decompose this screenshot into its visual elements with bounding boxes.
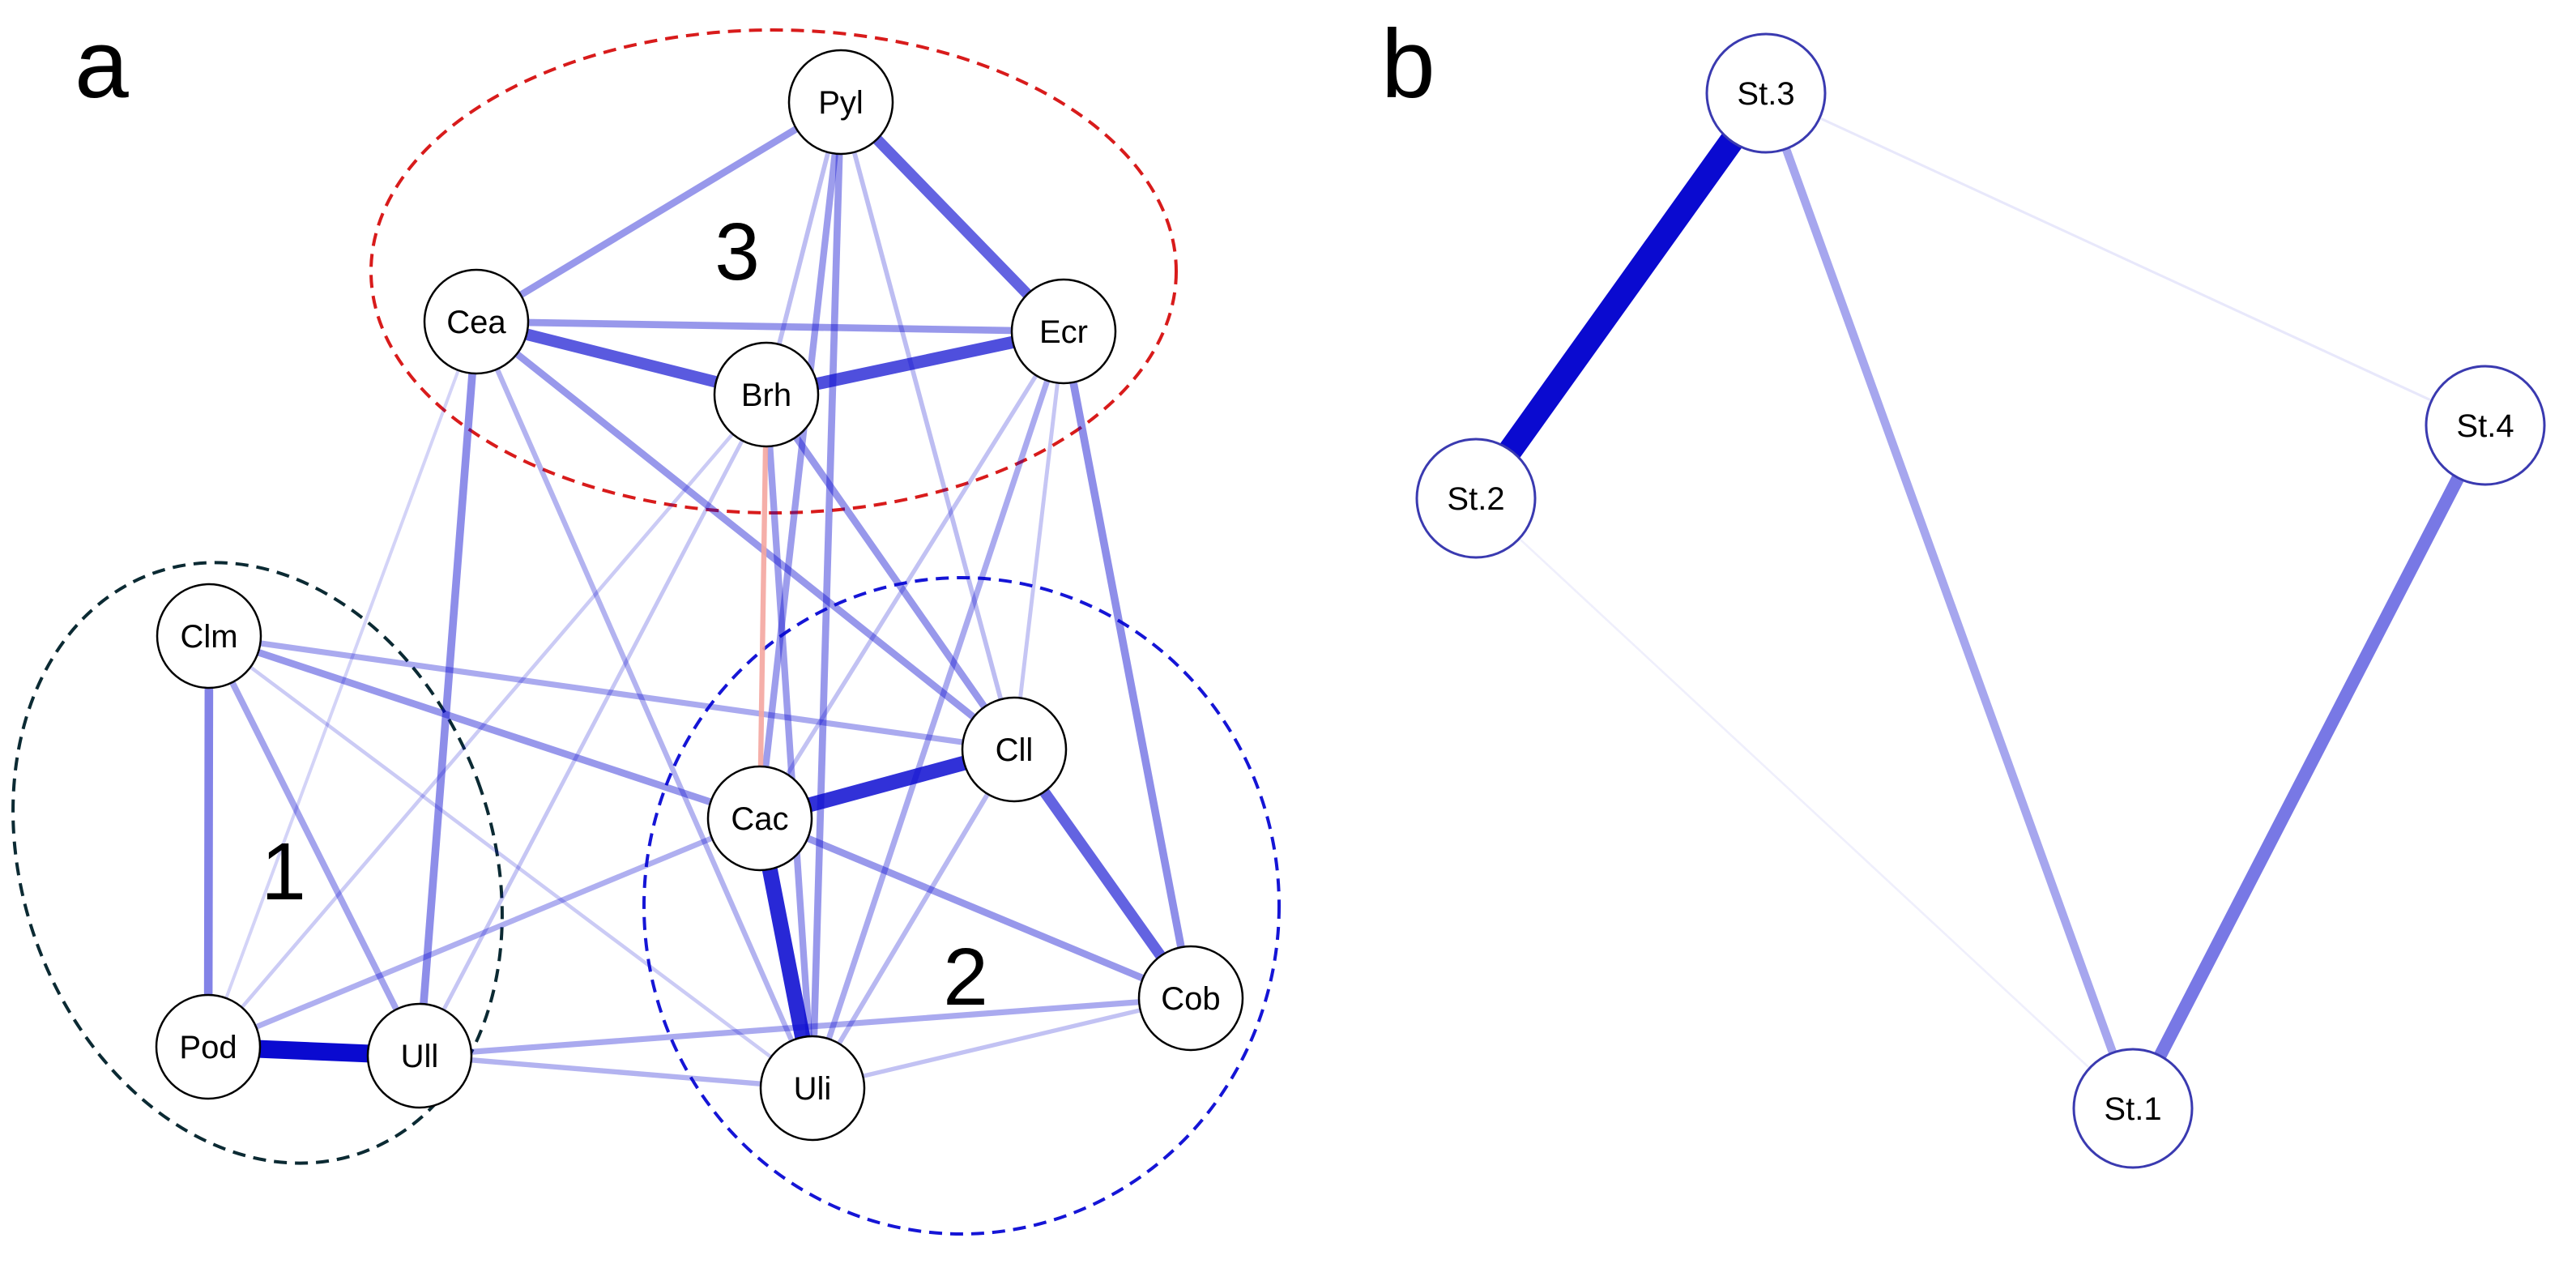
node-circle-Pyl	[787, 49, 894, 156]
a-edge-Ecr-Cac	[757, 329, 1066, 821]
cluster-2-label: 2	[943, 932, 988, 1023]
node-label-Cob: Cob	[1161, 981, 1220, 1017]
node-circle-St.4	[2425, 365, 2546, 486]
a-edge-Pyl-Ecr	[835, 96, 1069, 337]
a-edge-Ecr-Cll	[1012, 329, 1066, 752]
node-label-Cea: Cea	[446, 305, 506, 340]
node-circle-Brh	[713, 341, 820, 448]
a-edge-Clm-Pod	[203, 631, 214, 1052]
a-edge-Clm-Uli	[207, 634, 815, 1091]
node-circle-Pod	[155, 993, 262, 1100]
node-label-Brh: Brh	[741, 378, 791, 413]
b-edge-St.4-St.1	[2126, 419, 2492, 1115]
node-label-Cll: Cll	[996, 732, 1034, 768]
node-circle-St.3	[1705, 32, 1827, 154]
node-circle-Ull	[366, 1002, 473, 1109]
node-Pyl: Pyl	[787, 49, 894, 156]
node-Cll: Cll	[961, 696, 1068, 803]
cluster-2-outline	[642, 576, 1281, 1236]
node-St.1: St.1	[2072, 1048, 2194, 1169]
node-label-St.4: St.4	[2456, 408, 2514, 444]
node-circle-Cob	[1137, 945, 1244, 1052]
a-edge-Cea-Uli	[473, 318, 816, 1091]
a-edge-Ecr-Cob	[1060, 327, 1195, 1002]
node-label-Ull: Ull	[401, 1039, 439, 1074]
node-Ecr: Ecr	[1010, 278, 1117, 385]
node-Brh: Brh	[713, 341, 820, 448]
node-circle-Cac	[706, 765, 813, 872]
node-label-St.2: St.2	[1447, 481, 1504, 517]
a-edge-Ull-Cob	[416, 995, 1194, 1059]
a-edge-Brh-Cac	[757, 391, 770, 822]
b-edge-St.3-St.1	[1761, 88, 2138, 1113]
node-label-Pyl: Pyl	[818, 85, 864, 121]
node-Cob: Cob	[1137, 945, 1244, 1052]
edges-panel-a	[199, 96, 1196, 1096]
node-label-St.3: St.3	[1737, 76, 1794, 112]
b-edge-St.3-St.2	[1464, 81, 1778, 510]
node-label-Uli: Uli	[794, 1071, 832, 1107]
cluster-3-label: 3	[714, 207, 760, 297]
b-edge-St.3-St.4	[1764, 92, 2487, 427]
a-edge-Pyl-Cea	[472, 98, 845, 326]
node-Cac: Cac	[706, 765, 813, 872]
a-edge-Ecr-Uli	[809, 328, 1067, 1091]
node-circle-Uli	[759, 1035, 866, 1142]
node-circle-Cea	[423, 268, 530, 375]
a-edge-Clm-Cll	[206, 633, 1017, 753]
node-St.4: St.4	[2425, 365, 2546, 486]
a-edge-Brh-Cll	[762, 391, 1018, 754]
node-label-St.1: St.1	[2104, 1091, 2161, 1127]
a-edge-Pod-Cac	[205, 815, 763, 1050]
node-Cea: Cea	[423, 268, 530, 375]
a-edge-Cea-Ecr	[472, 318, 1068, 335]
a-edge-Brh-Ull	[417, 392, 769, 1058]
node-St.2: St.2	[1415, 438, 1537, 559]
node-label-Ecr: Ecr	[1039, 314, 1088, 350]
panel-b: b St.3St.2 St.4St.1	[1381, 10, 2546, 1169]
node-circle-Ecr	[1010, 278, 1117, 385]
node-circle-St.1	[2072, 1048, 2194, 1169]
node-Uli: Uli	[759, 1035, 866, 1142]
a-edge-Uli-Cob	[810, 996, 1193, 1091]
a-edge-Cac-Cob	[756, 814, 1195, 1002]
node-circle-Clm	[156, 583, 262, 690]
a-edge-Pyl-Cll	[838, 100, 1017, 752]
a-edge-Ull-Uli	[416, 1052, 816, 1091]
panel-a-label: a	[75, 10, 129, 118]
a-edge-Clm-Cac	[205, 632, 764, 822]
node-circle-Cll	[961, 696, 1068, 803]
a-edge-Brh-Pod	[206, 392, 769, 1049]
panel-b-label: b	[1381, 10, 1435, 118]
a-edge-Cll-Uli	[810, 747, 1017, 1091]
cluster-1-label: 1	[261, 826, 306, 917]
a-edge-Cea-Ull	[416, 318, 480, 1060]
a-edge-Cea-Cll	[472, 318, 1018, 754]
node-label-Pod: Pod	[179, 1030, 237, 1065]
node-label-Cac: Cac	[731, 801, 788, 837]
nodes-panel-b: St.3St.2 St.4St.1	[1415, 32, 2546, 1169]
a-edge-Pyl-Cac	[756, 98, 845, 822]
b-edge-St.2-St.1	[1474, 497, 2135, 1110]
cluster-3-outline	[369, 28, 1178, 514]
a-edge-Cea-Pod	[207, 320, 478, 1048]
node-Ull: Ull	[366, 1002, 473, 1109]
cluster-labels: 1 2 3	[261, 207, 988, 1023]
a-edge-Clm-Ull	[206, 633, 423, 1059]
node-Clm: Clm	[156, 583, 262, 690]
node-circle-St.2	[1415, 438, 1537, 559]
edges-panel-b	[1464, 81, 2492, 1115]
node-St.3: St.3	[1705, 32, 1827, 154]
a-edge-Brh-Uli	[762, 391, 817, 1092]
node-Pod: Pod	[155, 993, 262, 1100]
cluster-1-outline	[11, 561, 504, 1165]
node-label-Clm: Clm	[180, 619, 237, 655]
a-edge-Pyl-Uli	[808, 98, 845, 1092]
cluster-outlines	[11, 28, 1281, 1236]
